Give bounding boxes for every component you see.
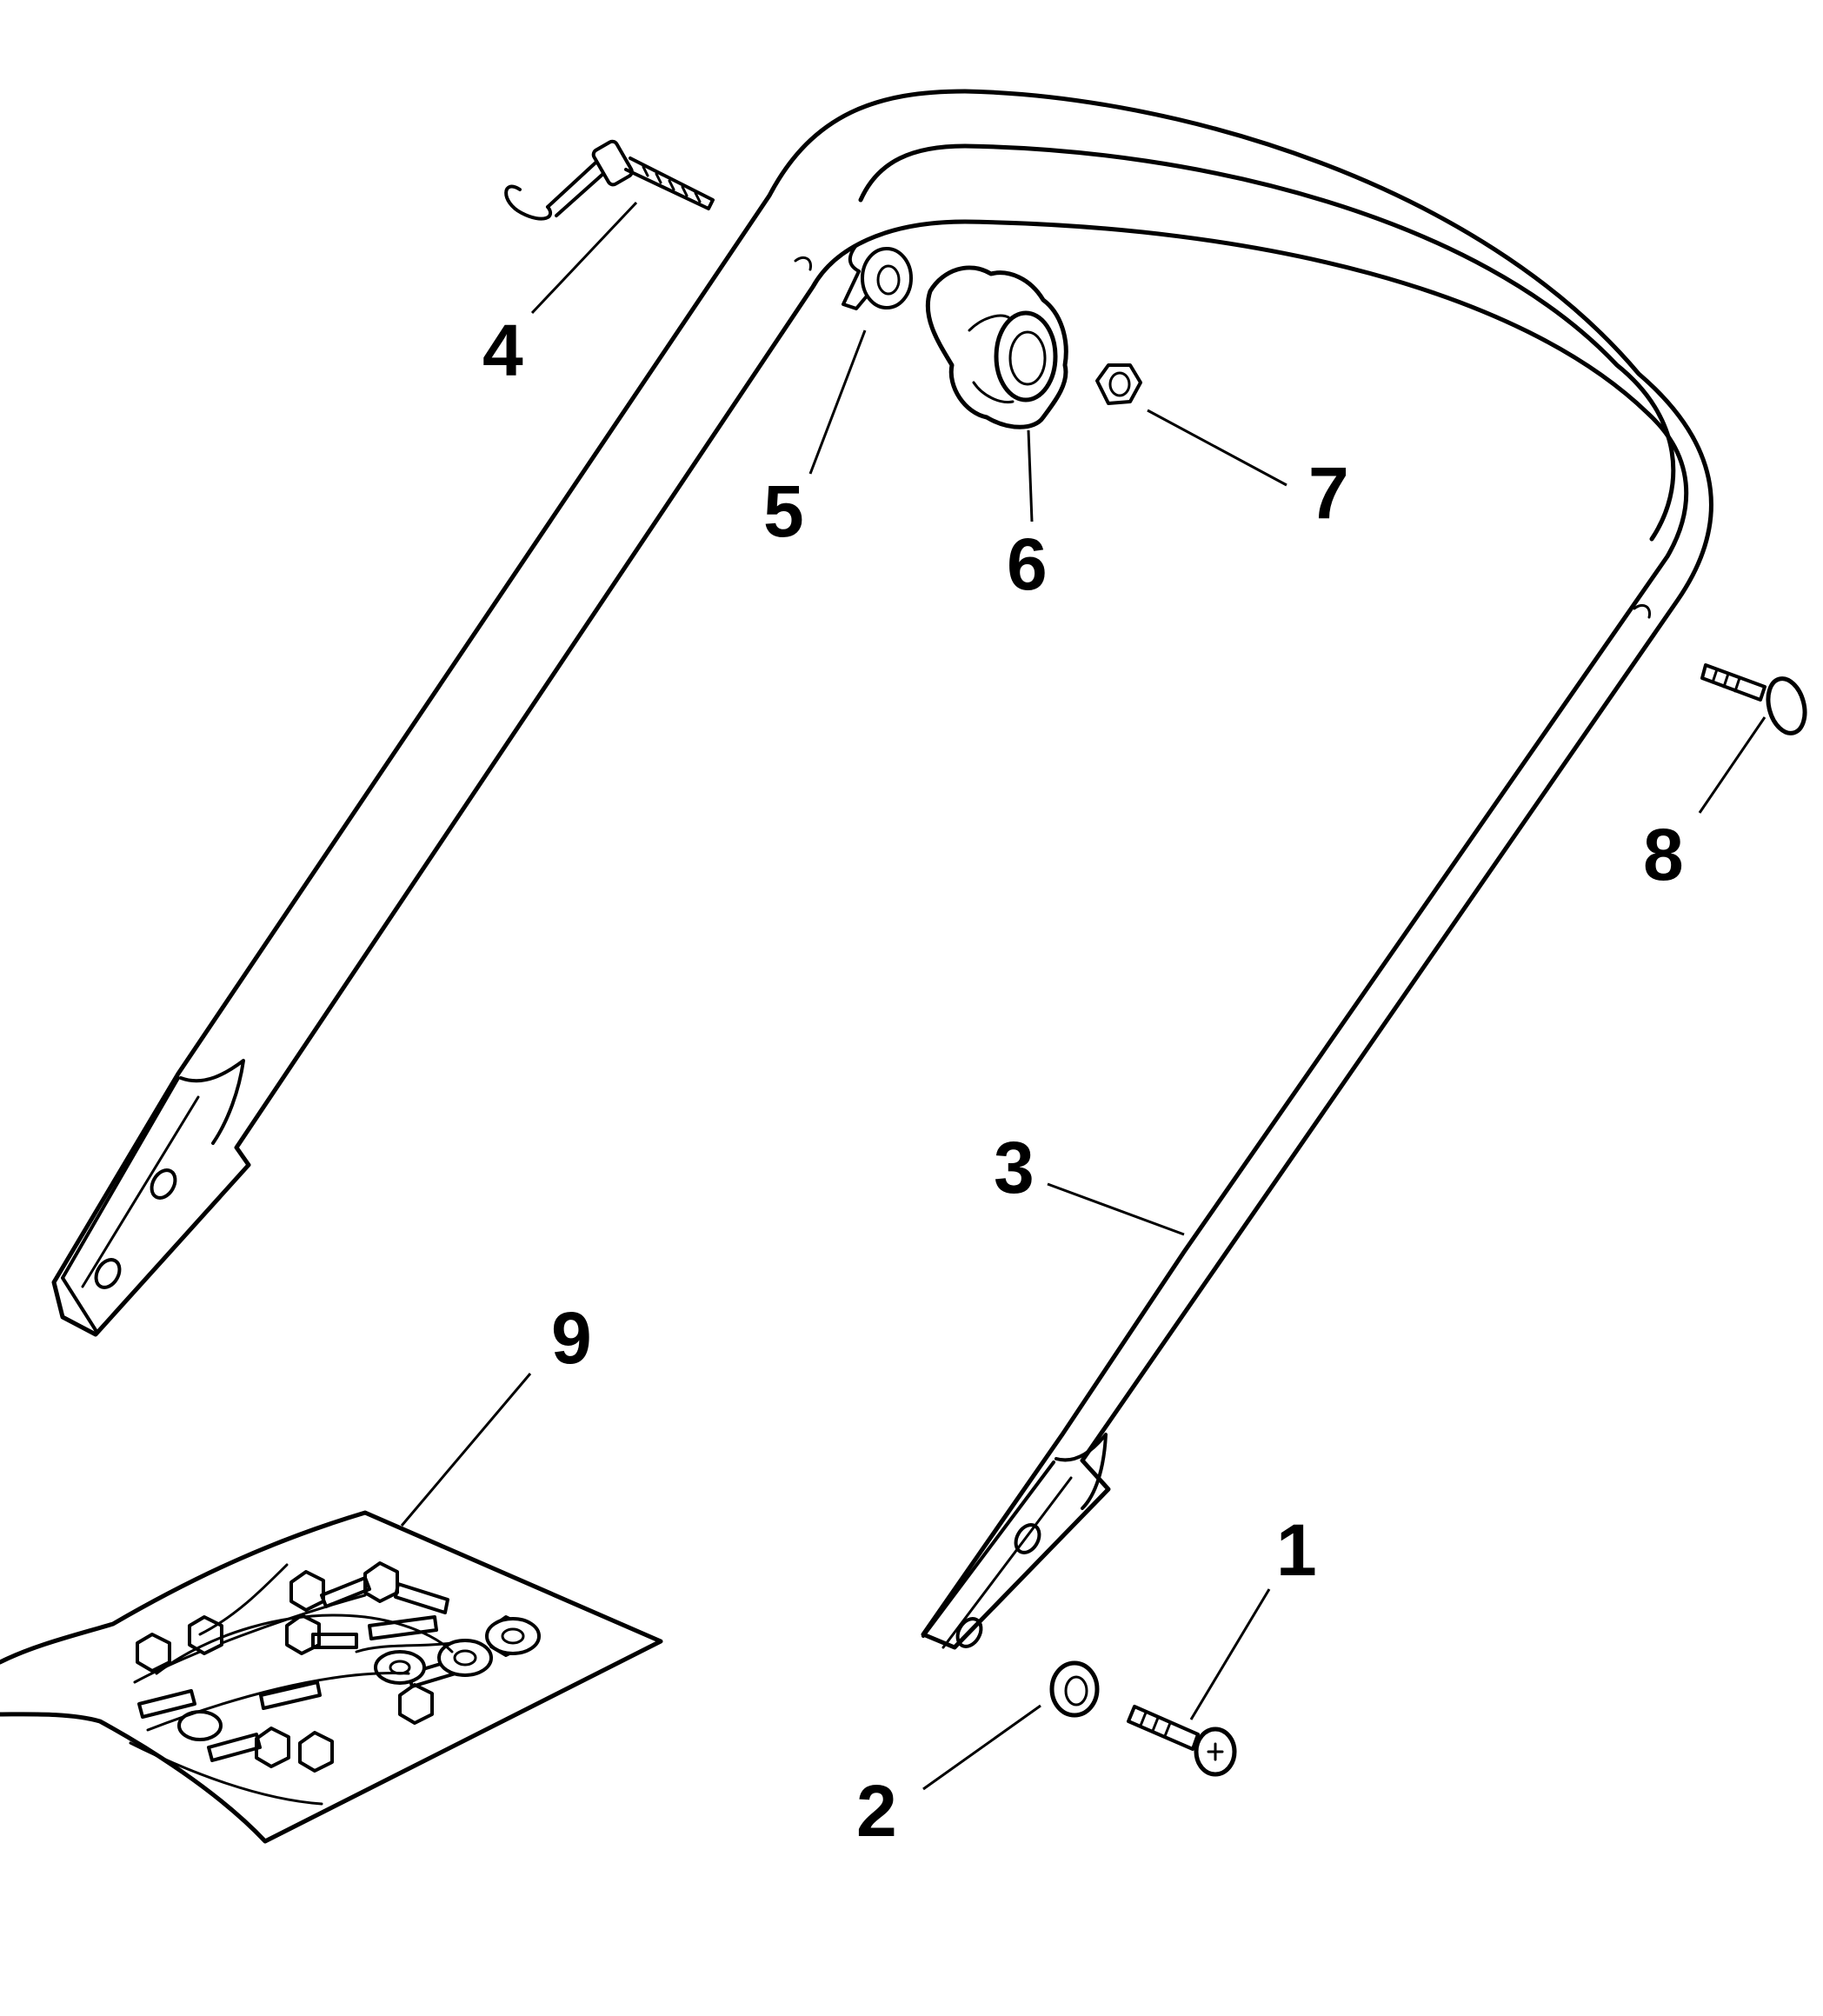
callout-4: 4 <box>482 309 523 391</box>
screw-part <box>1127 1705 1237 1777</box>
leader-lines <box>400 201 1766 1791</box>
leader-5 <box>808 329 867 475</box>
hardware-bag-part <box>0 1510 663 1844</box>
leader-2 <box>922 1704 1041 1791</box>
hex-nut-part <box>1095 363 1142 405</box>
bolt-part-8 <box>1700 663 1807 735</box>
callout-3: 3 <box>994 1127 1035 1208</box>
callout-6: 6 <box>1007 523 1048 605</box>
clip-pin-part <box>504 139 715 221</box>
leader-7 <box>1147 409 1287 487</box>
callout-5: 5 <box>763 470 804 552</box>
leader-9 <box>400 1373 532 1527</box>
callout-2: 2 <box>856 1770 897 1852</box>
callout-numbers: 1 2 3 4 5 6 7 8 9 <box>482 309 1684 1852</box>
callout-9: 9 <box>551 1297 592 1379</box>
leader-3 <box>1047 1182 1185 1236</box>
leader-4 <box>530 201 638 315</box>
callout-8: 8 <box>1643 814 1684 895</box>
leader-6 <box>1027 429 1034 522</box>
star-knob-part <box>925 265 1068 429</box>
bushing-part <box>842 243 913 310</box>
handle-frame <box>51 89 1713 1650</box>
leader-1 <box>1189 1588 1271 1720</box>
callout-1: 1 <box>1276 1509 1317 1591</box>
leader-8 <box>1698 716 1766 814</box>
callout-7: 7 <box>1308 452 1349 534</box>
washer-part <box>1049 1660 1100 1718</box>
